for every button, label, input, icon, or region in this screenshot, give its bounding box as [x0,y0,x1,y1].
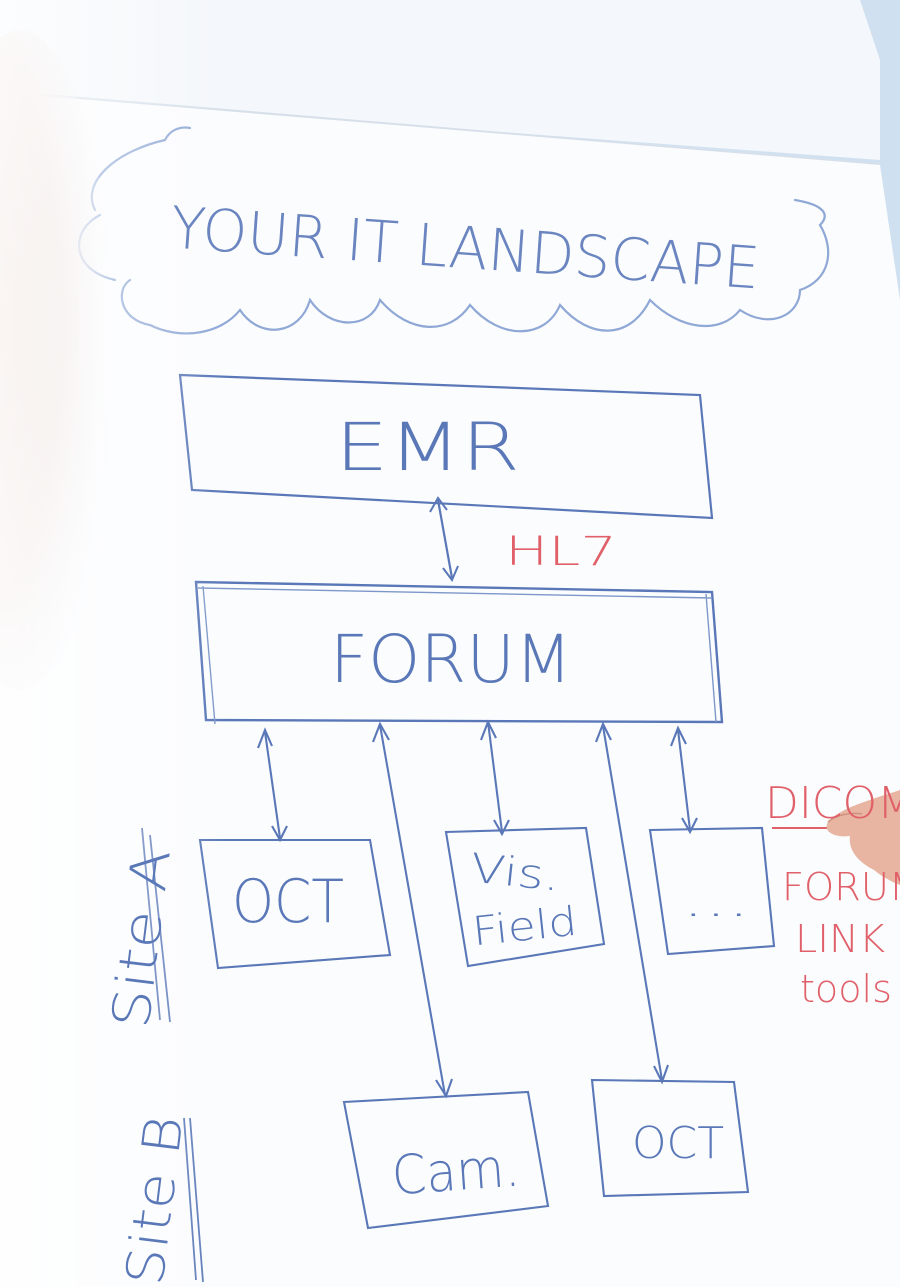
side-note-line-1: FORUM [782,865,900,909]
oct-a-label: OCT [232,867,344,937]
side-note-line-2: LINK [795,917,885,961]
oct-b-label: OCT [632,1118,724,1169]
site-a-label: Site A [101,846,182,1032]
cam-label: Cam. [390,1136,522,1208]
forum-label: FORUM [330,621,572,698]
site-b-label: Site B [115,1113,195,1287]
hl7-label: HL7 [505,529,617,575]
board-title: YOUR IT LANDSCAPE [168,194,761,303]
dicom-label: DICOM [765,778,900,829]
side-note-line-3: tools [800,967,892,1011]
vis-label: Vis. [468,845,562,900]
ellipsis-label: ... [682,880,750,926]
field-label: Field [470,899,579,956]
emr-label: EMR [335,409,520,486]
